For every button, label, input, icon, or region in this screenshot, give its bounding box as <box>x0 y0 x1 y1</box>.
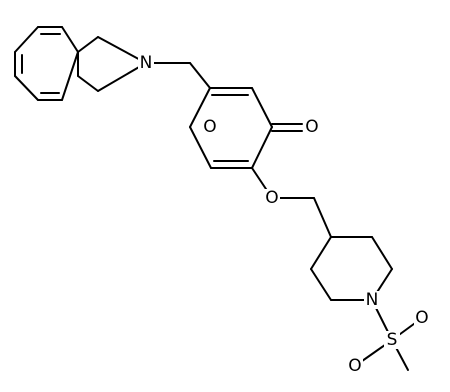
bond <box>189 126 212 169</box>
bond <box>77 36 99 53</box>
atom-n-isoindoline: N <box>140 53 153 73</box>
atom-n-piperidine: N <box>366 290 379 310</box>
atom-s-sulfonyl: S <box>387 330 398 350</box>
bond <box>77 75 99 92</box>
atom-o-pyran: O <box>203 117 216 137</box>
atom-o-carbonyl: O <box>305 117 318 137</box>
bond <box>189 87 211 128</box>
bond <box>189 62 211 89</box>
bond <box>61 51 79 101</box>
bond <box>310 268 332 301</box>
atom-o-ether: O <box>265 188 278 208</box>
bond <box>14 75 39 101</box>
atom-o-sulfonyl: O <box>415 308 428 328</box>
bonds <box>14 26 423 371</box>
bond <box>14 26 39 53</box>
atom-labels: N O O O N S O O <box>138 53 430 376</box>
bond <box>251 126 273 169</box>
bond <box>313 197 332 238</box>
atom-o-sulfonyl: O <box>348 356 361 376</box>
bond <box>371 236 393 270</box>
bond <box>310 236 332 270</box>
bond <box>251 87 273 128</box>
bond <box>61 26 79 53</box>
